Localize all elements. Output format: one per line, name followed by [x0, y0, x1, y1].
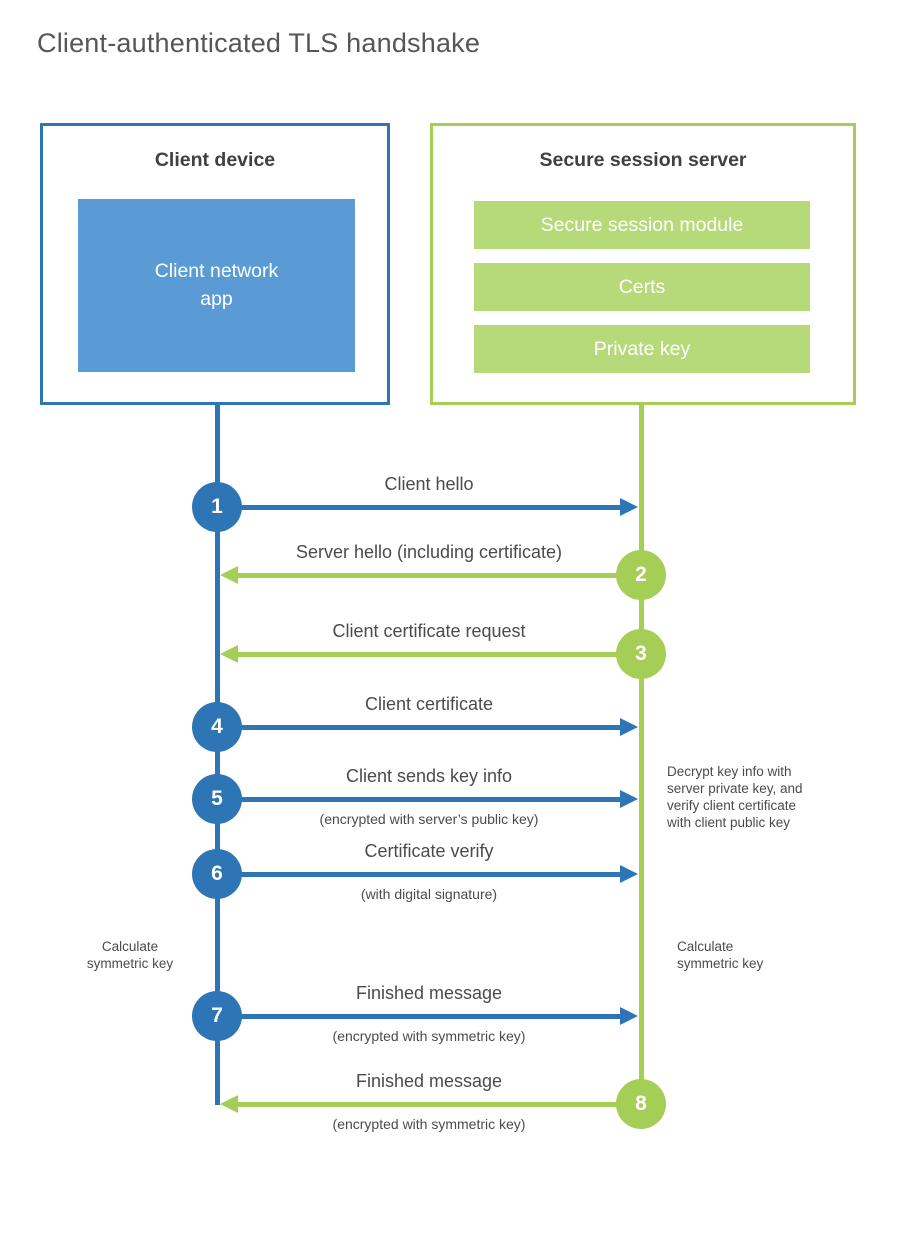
arrow-shaft — [238, 572, 642, 578]
server-module-certs: Certs — [474, 263, 810, 311]
note-calculate-symmetric-key-server: Calculate symmetric key — [677, 939, 764, 971]
note-calculate-symmetric-key-client: Calculate symmetric key — [86, 939, 174, 971]
arrow-head-left-icon — [220, 566, 238, 584]
message-label: Finished message — [355, 1071, 503, 1091]
arrow-shaft — [217, 1013, 621, 1019]
arrow-head-right-icon — [620, 865, 638, 883]
arrow-head-right-icon — [620, 1007, 638, 1025]
arrow-head-left-icon — [220, 1095, 238, 1113]
arrow-shaft — [217, 796, 621, 802]
client-device-box: Client device Client network app — [40, 123, 390, 405]
step-circle-3: 3 — [616, 629, 666, 679]
client-lifeline — [215, 405, 220, 1105]
message-label: Client certificate — [364, 694, 494, 714]
step-circle-1: 1 — [192, 482, 242, 532]
arrow-shaft — [217, 724, 621, 730]
arrow-shaft — [238, 1101, 642, 1107]
client-network-app-rect: Client network app — [78, 199, 355, 372]
step-circle-8: 8 — [616, 1079, 666, 1129]
server-box-title: Secure session server — [539, 149, 747, 171]
arrow-head-right-icon — [620, 790, 638, 808]
arrow-shaft — [217, 504, 621, 510]
step-circle-7: 7 — [192, 991, 242, 1041]
message-label: Finished message — [355, 983, 503, 1003]
arrow-shaft — [238, 651, 642, 657]
note-decrypt-key-info: Decrypt key info with server private key… — [667, 764, 803, 830]
message-sublabel: (encrypted with server’s public key) — [319, 811, 539, 827]
step-circle-2: 2 — [616, 550, 666, 600]
server-module-private-key: Private key — [474, 325, 810, 373]
step-circle-5: 5 — [192, 774, 242, 824]
message-label: Client sends key info — [345, 766, 513, 786]
message-sublabel: (encrypted with symmetric key) — [332, 1028, 526, 1044]
client-device-title: Client device — [154, 149, 276, 171]
server-lifeline — [639, 405, 644, 1105]
arrow-head-right-icon — [620, 718, 638, 736]
arrow-head-left-icon — [220, 645, 238, 663]
server-module-secure-session: Secure session module — [474, 201, 810, 249]
step-circle-4: 4 — [192, 702, 242, 752]
message-sublabel: (with digital signature) — [360, 886, 498, 902]
message-sublabel: (encrypted with symmetric key) — [332, 1116, 526, 1132]
message-label: Certificate verify — [364, 841, 494, 861]
step-circle-6: 6 — [192, 849, 242, 899]
arrow-shaft — [217, 871, 621, 877]
page-title: Client-authenticated TLS handshake — [37, 28, 481, 58]
server-box: Secure session server Secure session mod… — [430, 123, 856, 405]
arrow-head-right-icon — [620, 498, 638, 516]
message-label: Server hello (including certificate) — [295, 542, 563, 562]
message-label: Client hello — [384, 474, 474, 494]
message-label: Client certificate request — [332, 621, 526, 641]
